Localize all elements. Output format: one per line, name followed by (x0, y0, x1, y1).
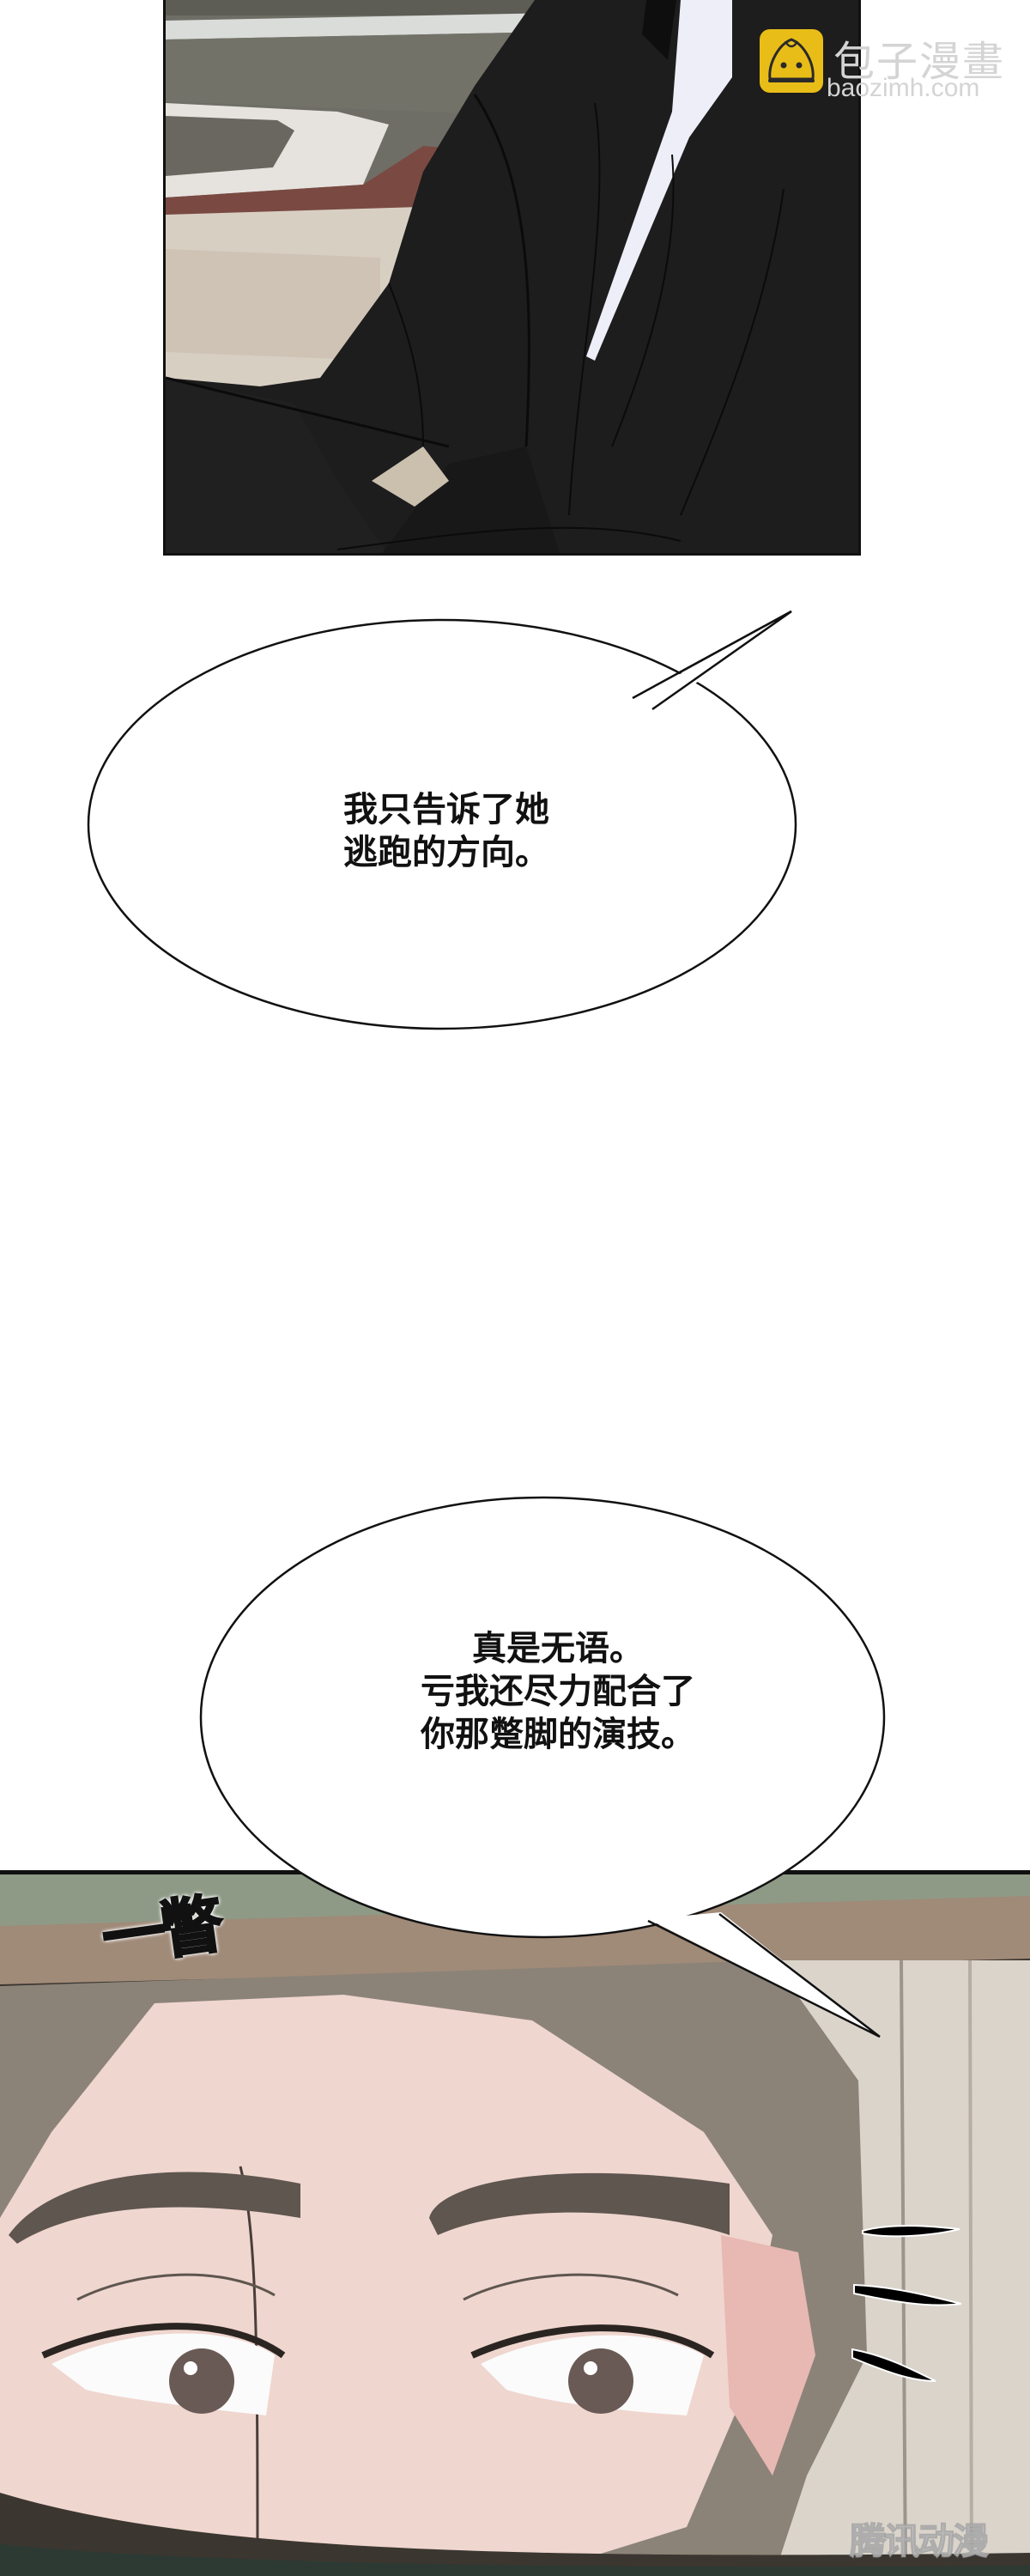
bubble-line: 亏我还尽力配合了 (421, 1672, 695, 1711)
comic-panel-2 (0, 1870, 1030, 2576)
watermark-baozimh: 包子漫畫 baozimh.com (760, 29, 1017, 102)
eyes-closeup-illustration (0, 1874, 1030, 2576)
bubble-line: 逃跑的方向。 (343, 833, 549, 872)
watermark-url-text: baozimh.com (827, 74, 980, 102)
watermark-tencent-comics: 腾讯动漫 (849, 2519, 990, 2563)
watermark-brand-text: 包子漫畫 (833, 38, 1006, 86)
bubble-line: 你那蹩脚的演技。 (421, 1715, 695, 1754)
steamed-bun-logo-icon (760, 29, 823, 93)
suit-man-illustration (166, 0, 858, 553)
sfx-glance-text: 一瞥 (97, 1886, 225, 1978)
bubble-line: 真是无语。 (472, 1629, 644, 1668)
comic-panel-1 (163, 0, 861, 556)
speech-bubble-2-text: 真是无语。 亏我还尽力配合了 你那蹩脚的演技。 (326, 1627, 790, 1756)
speech-bubble-1-text: 我只告诉了她 逃跑的方向。 (223, 788, 670, 874)
bubble-line: 我只告诉了她 (343, 790, 549, 829)
